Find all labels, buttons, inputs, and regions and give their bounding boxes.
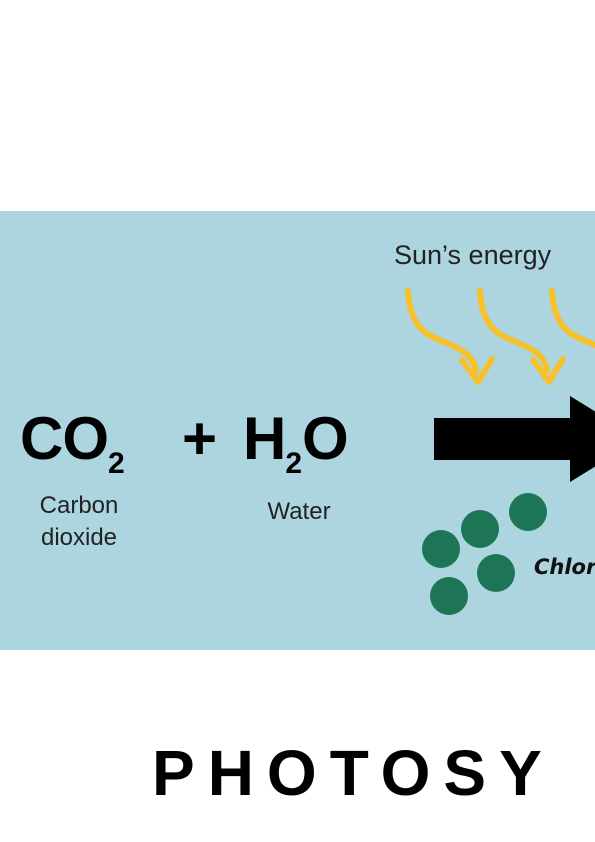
h2o-formula: H2O [243, 409, 349, 481]
chloroplast-icon [461, 510, 499, 548]
co2-subscript: 2 [108, 447, 125, 480]
co2-name-line1: Carbon [39, 492, 119, 519]
sun-rays [405, 288, 595, 385]
co2-formula: CO2 [20, 409, 125, 481]
co2-name-line2: dioxide [40, 524, 118, 551]
plus-sign: + [182, 405, 217, 472]
reaction-arrow-icon [434, 396, 595, 482]
h2o-subscript: 2 [285, 447, 303, 480]
chloroplast-icon [422, 530, 460, 568]
chloroplast-icon [509, 493, 547, 531]
reaction-panel: CO2 + H2O Carbon dioxide Water Sun’s ene… [0, 211, 595, 650]
co2-symbol: CO [20, 405, 109, 472]
h2o-symbol-h: H [243, 405, 286, 472]
co2-name: Carbon dioxide [20, 490, 138, 554]
sun-ray-arrow-icon [549, 288, 595, 349]
diagram-graphics [405, 288, 595, 615]
sun-energy-label: Sun’s energy [394, 240, 552, 270]
chloroplast-icon [430, 577, 468, 615]
page-title: PHOTOSY [152, 737, 555, 809]
chloroplasts [422, 493, 547, 615]
chloroplast-icon [477, 554, 515, 592]
h2o-symbol-o: O [302, 405, 349, 472]
sun-ray-arrow-icon [477, 288, 566, 385]
sun-ray-arrow-icon [405, 288, 495, 385]
h2o-name: Water [267, 498, 331, 525]
chlorophyll-label: Chlor [534, 555, 595, 579]
